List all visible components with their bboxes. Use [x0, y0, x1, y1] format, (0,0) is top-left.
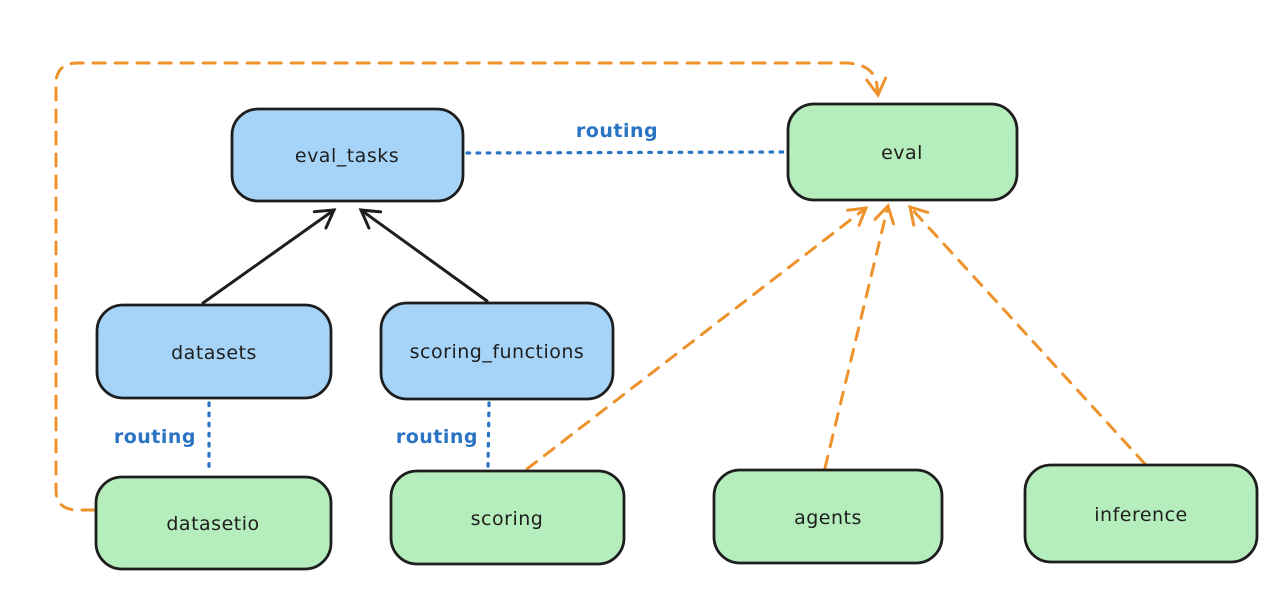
node-scoring: scoring — [389, 469, 626, 566]
edge-datasets-to-eval_tasks — [201, 208, 337, 305]
node-scoring_functions-box — [379, 301, 615, 401]
node-datasets: datasets — [95, 303, 333, 400]
edge-inference-to-eval — [908, 204, 1147, 466]
edge-scoring-to-eval — [525, 206, 869, 471]
routing-label-datasetio: routing — [114, 426, 196, 448]
node-inference-label: inference — [1094, 504, 1187, 526]
node-datasetio-label: datasetio — [166, 513, 259, 535]
node-scoring_functions: scoring_functions — [379, 301, 615, 401]
routing-label-scoring: routing — [396, 426, 478, 448]
node-agents: agents — [712, 468, 944, 565]
node-eval: eval — [786, 102, 1019, 202]
node-datasetio: datasetio — [94, 475, 333, 571]
node-datasets-label: datasets — [171, 342, 257, 364]
node-inference: inference — [1023, 463, 1259, 564]
edge-scoring_functions-to-scoring-routing — [486, 401, 491, 469]
node-eval_tasks: eval_tasks — [230, 107, 465, 203]
edge-agents-to-eval — [823, 203, 895, 470]
node-scoring-box — [389, 469, 626, 566]
node-scoring_functions-label: scoring_functions — [410, 341, 585, 363]
node-inference-box — [1023, 463, 1259, 564]
node-eval-label: eval — [881, 142, 923, 164]
node-agents-label: agents — [794, 507, 862, 529]
node-datasetio-box — [94, 475, 333, 571]
node-eval_tasks-label: eval_tasks — [295, 145, 399, 167]
node-scoring-label: scoring — [471, 508, 544, 530]
node-eval-box — [786, 102, 1019, 202]
node-datasets-box — [95, 303, 333, 400]
edge-scoring_functions-to-eval_tasks — [358, 208, 489, 303]
node-agents-box — [712, 468, 944, 565]
edge-eval_tasks-to-eval-routing — [465, 150, 786, 155]
routing-label-top: routing — [576, 120, 658, 142]
node-eval_tasks-box — [230, 107, 465, 203]
edge-datasetio-to-eval — [54, 61, 888, 512]
